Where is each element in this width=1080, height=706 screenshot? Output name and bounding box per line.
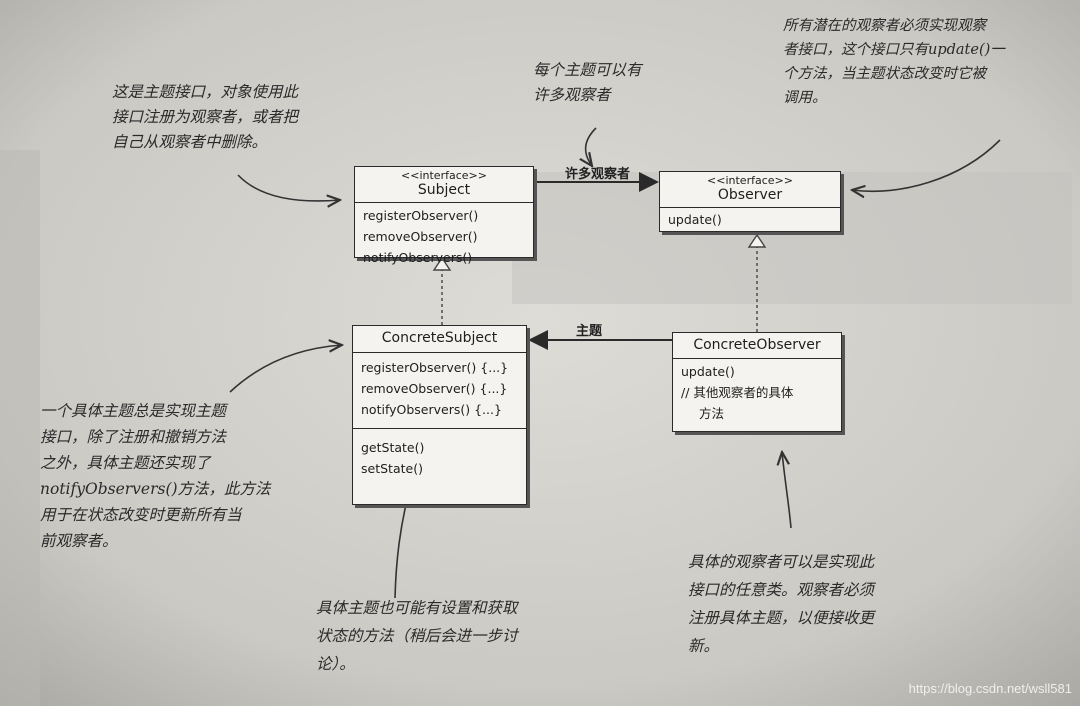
note-many-observers: 每个主题可以有 许多观察者 (533, 58, 642, 108)
concrete-subject-method: notifyObservers() {...} (361, 402, 502, 417)
concrete-observer-comment: // 其他观察者的具体 (681, 385, 794, 400)
note-line: 用于在状态改变时更新所有当 (40, 506, 242, 524)
edge-label-subject: 主题 (576, 324, 603, 339)
concrete-observer-method: update() (681, 364, 735, 379)
subject-method: removeObserver() (363, 229, 478, 244)
note-line: 接口，除了注册和撤销方法 (40, 428, 227, 446)
subject-name: Subject (417, 182, 471, 198)
note-line: 具体主题也可能有设置和获取 (316, 599, 518, 617)
edge-label-many-observers: 许多观察者 (565, 167, 631, 182)
note-concrete-observer: 具体的观察者可以是实现此 接口的任意类。观察者必须 注册具体主题，以便接收更 新… (688, 548, 874, 660)
note-line: 之外，具体主题还实现了 (40, 454, 211, 472)
note-line: 论）。 (316, 655, 355, 673)
note-line: 状态的方法（稍后会进一步讨 (316, 627, 518, 645)
observer-interface-box: <<interface>> Observer update() (659, 171, 841, 232)
concrete-subject-method: removeObserver() {...} (361, 381, 508, 396)
note-line: 一个具体主题总是实现主题 (40, 402, 227, 420)
note-line: 者接口，这个接口只有update()一 (783, 42, 1005, 58)
note-line: 具体的观察者可以是实现此 (688, 553, 875, 571)
note-line: 个方法，当主题状态改变时它被 (783, 66, 986, 82)
note-line: 许多观察者 (533, 86, 611, 104)
observer-methods: update() (660, 208, 840, 234)
subject-method: notifyObservers() (363, 250, 473, 265)
note-line: 这是主题接口，对象使用此 (112, 83, 299, 101)
concrete-subject-divider (353, 428, 526, 429)
concrete-observer-header: ConcreteObserver (673, 333, 841, 359)
subject-method: registerObserver() (363, 208, 479, 223)
subject-interface-box: <<interface>> Subject registerObserver()… (354, 166, 534, 265)
note-line: 新。 (688, 637, 720, 655)
concrete-observer-comment: 方法 (699, 406, 725, 421)
observer-method: update() (668, 212, 722, 227)
concrete-observer-methods: update() // 其他观察者的具体 方法 (673, 359, 841, 428)
concrete-observer-name: ConcreteObserver (693, 337, 821, 353)
concrete-subject-methods: registerObserver() {...} removeObserver(… (353, 353, 526, 483)
subject-methods: registerObserver() removeObserver() noti… (355, 203, 533, 272)
watermark: https://blog.csdn.net/wsll581 (908, 681, 1072, 696)
note-line: notifyObservers()方法，此方法 (40, 480, 271, 498)
note-state-methods: 具体主题也可能有设置和获取 状态的方法（稍后会进一步讨 论）。 (316, 594, 518, 678)
note-line: 前观察者。 (40, 532, 118, 550)
note-concrete-subject: 一个具体主题总是实现主题 接口，除了注册和撤销方法 之外，具体主题还实现了 no… (40, 398, 271, 554)
concrete-observer-box: ConcreteObserver update() // 其他观察者的具体 方法 (672, 332, 842, 432)
concrete-subject-method: registerObserver() {...} (361, 360, 509, 375)
note-line: 接口注册为观察者，或者把 (112, 108, 299, 126)
concrete-subject-box: ConcreteSubject registerObserver() {...}… (352, 325, 527, 505)
concrete-subject-method: setState() (361, 461, 423, 476)
observer-name: Observer (717, 187, 783, 203)
note-line: 调用。 (783, 90, 827, 106)
note-subject-interface: 这是主题接口，对象使用此 接口注册为观察者，或者把 自己从观察者中删除。 (112, 80, 298, 155)
subject-header: <<interface>> Subject (355, 167, 533, 203)
note-line: 接口的任意类。观察者必须 (688, 581, 875, 599)
note-line: 所有潜在的观察者必须实现观察 (783, 18, 986, 34)
concrete-subject-name: ConcreteSubject (381, 330, 498, 346)
concrete-subject-header: ConcreteSubject (353, 326, 526, 353)
subject-stereotype: <<interface>> (401, 169, 487, 182)
observer-header: <<interface>> Observer (660, 172, 840, 208)
note-line: 每个主题可以有 (533, 61, 642, 79)
note-line: 注册具体主题，以便接收更 (688, 609, 875, 627)
note-observer-interface: 所有潜在的观察者必须实现观察 者接口，这个接口只有update()一 个方法，当… (783, 14, 1005, 110)
concrete-subject-method: getState() (361, 440, 425, 455)
note-line: 自己从观察者中删除。 (112, 133, 268, 151)
observer-stereotype: <<interface>> (707, 174, 793, 187)
